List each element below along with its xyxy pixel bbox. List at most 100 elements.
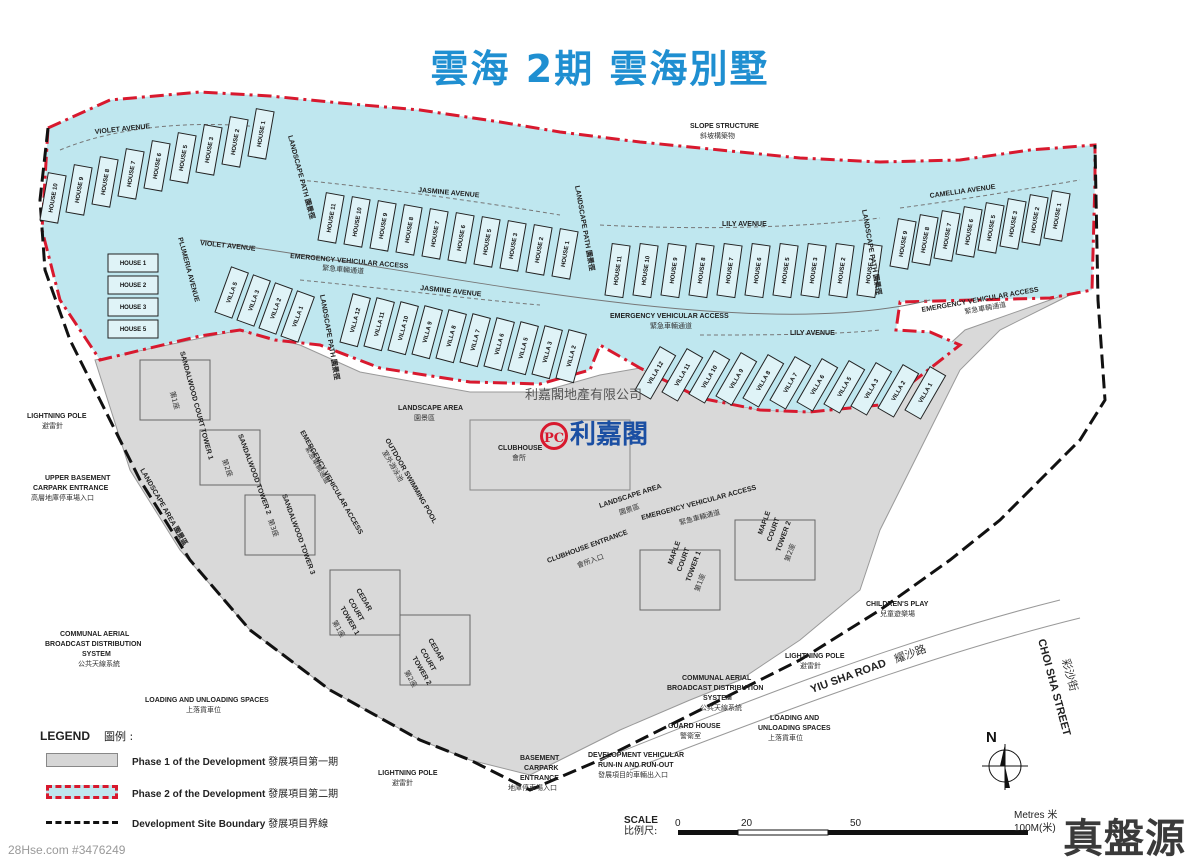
house-lily-label: HOUSE 8 (698, 257, 708, 285)
childrens-play-label: CHILDREN'S PLAY (866, 601, 929, 608)
house-jasmine-2: HOUSE 10 (343, 196, 371, 248)
house-top-left-label: HOUSE 9 (75, 176, 86, 204)
house-lily-9: HOUSE 2 (828, 242, 855, 299)
eva-2-zh: 緊急車輛通道 (650, 321, 692, 330)
villa-jasmine-8: VILLA 5 (507, 321, 539, 376)
house-camellia-block (1043, 190, 1071, 242)
house-jasmine-10: HOUSE 1 (551, 228, 579, 280)
villa-lily-5: VILLA 8 (742, 354, 785, 408)
house-camellia-label: HOUSE 3 (1009, 210, 1020, 238)
house-camellia-block (933, 210, 961, 262)
villa-jasmine-block (459, 313, 491, 368)
house-plumeria-block (107, 253, 159, 273)
house-jasmine-4: HOUSE 8 (395, 204, 423, 256)
house-lily-5: HOUSE 7 (716, 242, 743, 299)
house-camellia-block (1021, 194, 1049, 246)
house-top-left-block (221, 116, 249, 168)
house-top-left-label: HOUSE 7 (127, 160, 138, 188)
brand-top-text: 利嘉閣地產有限公司 (525, 388, 643, 403)
villa-violet-block (280, 290, 315, 343)
villa-jasmine-block (339, 293, 371, 348)
house-top-left-block (143, 140, 171, 192)
villa-lily-3: VILLA 10 (688, 350, 731, 404)
yiu-sha-road (599, 599, 1061, 761)
house-top-left-block (247, 108, 275, 160)
villa-lily-block (742, 354, 785, 408)
villa-jasmine-label: VILLA 7 (470, 328, 482, 352)
house-top-left-label: HOUSE 10 (48, 182, 59, 213)
villa-lily-block (904, 366, 947, 420)
house-lily-label: HOUSE 2 (838, 257, 848, 285)
house-plumeria-block (107, 297, 159, 317)
scale-label-en: SCALE (624, 815, 658, 826)
villa-jasmine-10: VILLA 2 (555, 329, 587, 384)
house-camellia-block (911, 214, 939, 266)
house-top-left-5: HOUSE 6 (143, 140, 171, 192)
house-camellia-block (955, 206, 983, 258)
house-camellia-label: HOUSE 1 (1053, 202, 1064, 230)
villa-violet-1: VILLA 5 (214, 266, 249, 319)
legend-swatch-phase1 (46, 753, 118, 767)
house-jasmine-block (395, 204, 423, 256)
communal-aerial-1c: SYSTEM (82, 651, 111, 658)
house-camellia-7: HOUSE 2 (1021, 194, 1049, 246)
house-camellia-label: HOUSE 7 (943, 222, 954, 250)
villa-jasmine-block (387, 301, 419, 356)
communal-aerial-1b: BROADCAST DISTRIBUTION (45, 641, 141, 648)
house-jasmine-block (499, 220, 527, 272)
house-top-left-block (117, 148, 145, 200)
villa-lily-2: VILLA 11 (661, 348, 704, 402)
scale-label-zh: 比例尺: (624, 826, 658, 837)
site-boundary (38, 127, 1107, 792)
house-top-left-block (39, 172, 67, 224)
loading-1-label: LOADING AND UNLOADING SPACES (145, 697, 269, 704)
house-jasmine-label: HOUSE 6 (457, 224, 468, 252)
scale-hundred: 100M(米) (1014, 823, 1056, 834)
villa-jasmine-block (411, 305, 443, 360)
house-lily-10: HOUSE 1 (856, 242, 883, 299)
villa-jasmine-3: VILLA 10 (387, 301, 419, 356)
lightning-pole-1-zh: 避雷針 (42, 421, 63, 430)
north-arrow-icon (982, 744, 1028, 790)
brand-logo-text: 利嘉閣 (570, 420, 649, 450)
house-lily-block (744, 242, 771, 299)
house-top-left-8: HOUSE 2 (221, 116, 249, 168)
house-camellia-3: HOUSE 7 (933, 210, 961, 262)
legend-swatch-phase2 (46, 785, 118, 799)
house-jasmine-8: HOUSE 3 (499, 220, 527, 272)
dev-vehicular-a: DEVELOPMENT VEHICULAR (588, 752, 684, 759)
legend-title-zh: 圖例 : (104, 730, 134, 743)
sandalwood-tower-1-footprint (139, 359, 211, 421)
legend-phase1-zh: 發展項目第一期 (268, 756, 339, 768)
house-camellia-2: HOUSE 8 (911, 214, 939, 266)
loading-2-zh: 上落貨車位 (768, 733, 803, 742)
house-jasmine-label: HOUSE 7 (431, 220, 442, 248)
loading-1-zh: 上落貨車位 (186, 705, 221, 714)
villa-lily-block (688, 350, 731, 404)
villa-jasmine-block (555, 329, 587, 384)
house-top-left-label: HOUSE 2 (231, 128, 242, 156)
landscape-area-1-zh: 園景區 (414, 414, 435, 422)
house-plumeria-block (107, 275, 159, 295)
upper-basement-label-2: CARPARK ENTRANCE (33, 485, 109, 492)
house-camellia-6: HOUSE 3 (999, 198, 1027, 250)
basement-b: CARPARK (524, 765, 558, 772)
lightning-pole-1-label: LIGHTNING POLE (27, 413, 87, 420)
villa-jasmine-label: VILLA 9 (422, 320, 434, 344)
legend-boundary-label: Development Site Boundary (132, 818, 266, 830)
house-top-left-9: HOUSE 1 (247, 108, 275, 160)
house-jasmine-block (525, 224, 553, 276)
house-top-left-2: HOUSE 9 (65, 164, 93, 216)
villa-jasmine-4: VILLA 9 (411, 305, 443, 360)
communal-aerial-2b: BROADCAST DISTRIBUTION (667, 685, 763, 692)
house-jasmine-block (317, 192, 345, 244)
house-top-left-label: HOUSE 8 (101, 168, 112, 196)
villa-jasmine-5: VILLA 8 (435, 309, 467, 364)
house-top-left-block (91, 156, 119, 208)
cedar-tower-2-footprint (399, 614, 471, 686)
house-lily-block (688, 242, 715, 299)
cedar-tower-1-footprint (329, 569, 401, 636)
